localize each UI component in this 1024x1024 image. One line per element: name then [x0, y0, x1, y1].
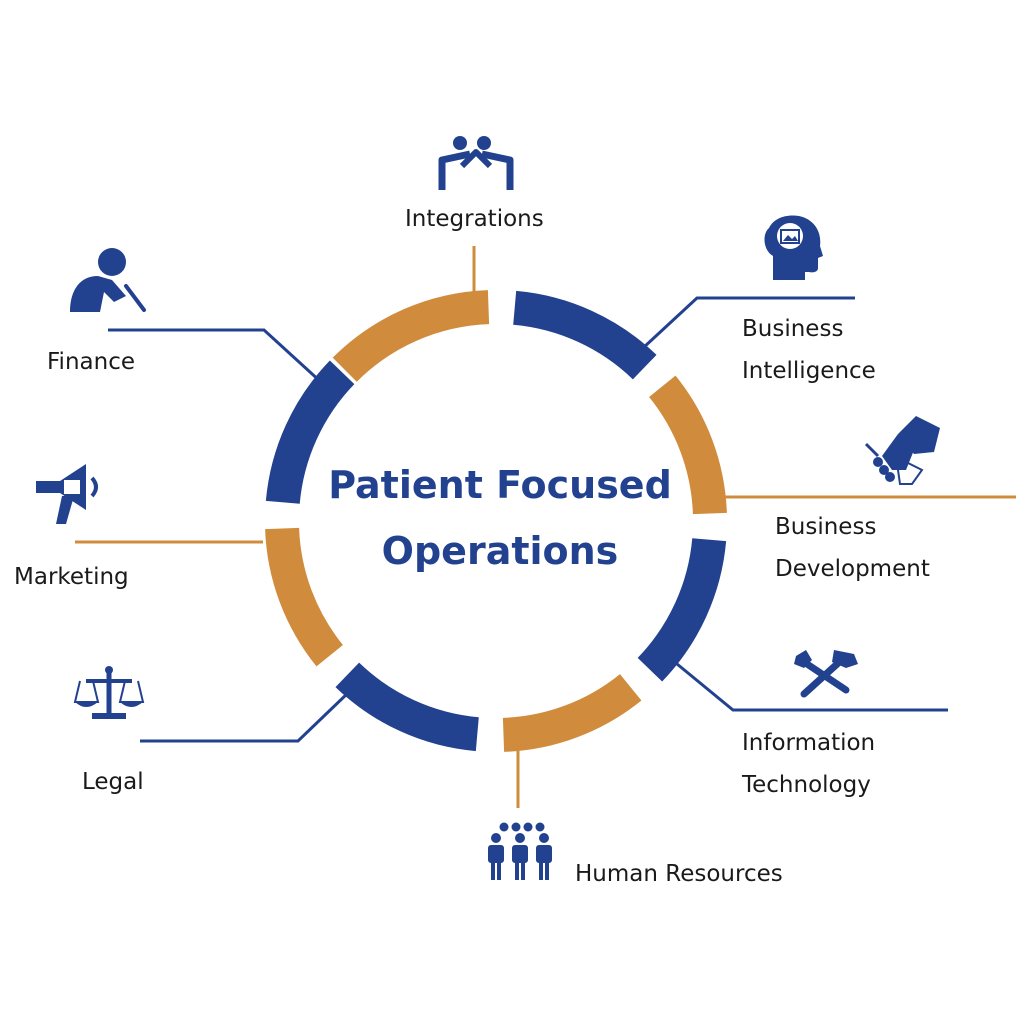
center-title-line1: Patient Focused: [328, 463, 672, 507]
label-business-intelligence-line2: Intelligence: [742, 358, 876, 384]
head-brain-icon: [764, 215, 823, 280]
ring-segment-marketing: [265, 527, 344, 667]
label-business-development-line2: Development: [775, 556, 930, 582]
connector-business-intelligence: [641, 296, 855, 350]
label-business-intelligence-line1: Business: [742, 316, 844, 342]
label-business-intelligence: Business Intelligence: [742, 308, 876, 392]
center-title: Patient Focused Operations: [250, 452, 750, 584]
ring-segment-business-development: [648, 375, 727, 515]
label-information-technology: Information Technology: [742, 722, 875, 806]
connector-legal: [140, 690, 351, 743]
ring-segment-finance: [265, 360, 355, 505]
label-information-technology-line1: Information: [742, 730, 876, 756]
ring-segment-human-resources: [502, 673, 642, 752]
label-finance: Finance: [47, 349, 135, 375]
label-legal: Legal: [82, 769, 144, 795]
label-marketing: Marketing: [14, 564, 129, 590]
megaphone-icon: [36, 464, 98, 524]
label-business-development: Business Development: [775, 506, 930, 590]
person-writing-icon: [70, 248, 146, 312]
label-business-development-line1: Business: [775, 514, 877, 540]
hammer-wrench-icon: [794, 650, 858, 698]
label-integrations: Integrations: [405, 206, 544, 232]
ring-segment-information-technology: [637, 537, 727, 682]
ring-segment-business-intelligence: [512, 290, 657, 380]
ring: [265, 290, 727, 752]
label-human-resources: Human Resources: [575, 861, 783, 887]
connector-finance: [108, 328, 324, 385]
connectors: [75, 246, 1016, 808]
handshake-people-icon: [438, 136, 514, 190]
center-title-line2: Operations: [381, 529, 619, 573]
ring-segment-integrations: [332, 290, 490, 382]
ring-segment-legal: [335, 662, 480, 752]
connector-information-technology: [659, 648, 948, 712]
handshake-icon: [864, 416, 940, 485]
scales-icon: [73, 666, 145, 719]
team-icon: [488, 822, 552, 880]
label-information-technology-line2: Technology: [742, 772, 871, 798]
